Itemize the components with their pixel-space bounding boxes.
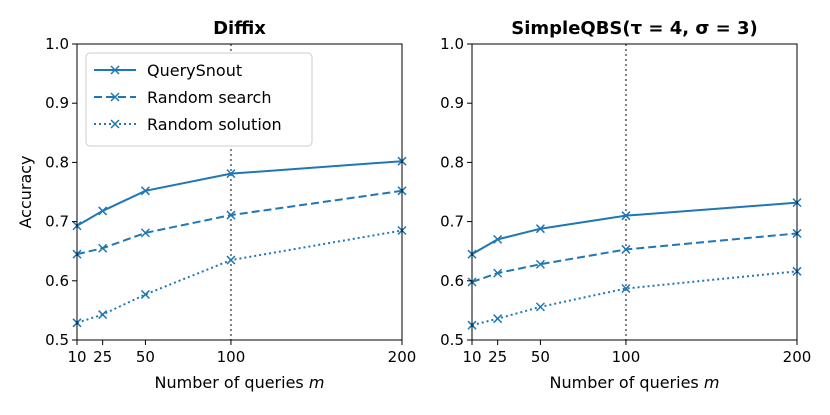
- legend-marker: [110, 92, 120, 102]
- legend-entry: Random solution: [94, 115, 282, 134]
- marker-stroke-b: [98, 310, 108, 320]
- legend-label: QuerySnout: [147, 61, 242, 80]
- data-point: [621, 244, 631, 254]
- x-tick-label: 50: [136, 348, 155, 366]
- y-tick-label: 1.0: [440, 35, 464, 53]
- data-point: [226, 169, 236, 179]
- y-tick-label: 0.5: [440, 331, 464, 349]
- data-point: [535, 302, 545, 312]
- series-solid: [467, 198, 802, 259]
- series-line: [471, 201, 798, 256]
- chart-title: SimpleQBS(τ = 4, σ = 3): [511, 18, 757, 39]
- marker-stroke-b: [226, 255, 236, 265]
- data-point: [493, 314, 503, 324]
- legend-label: Random search: [147, 88, 271, 107]
- marker-stroke-b: [98, 206, 108, 216]
- series-line: [471, 270, 798, 327]
- data-point: [493, 268, 503, 278]
- series-line: [76, 160, 403, 227]
- marker-stroke-b: [493, 314, 503, 324]
- panel-diffix: Diffix 0.5 0.6 0.7 0.8 0.9 1.0 10 25 50 100 200Numb…: [16, 18, 416, 392]
- legend-box: [85, 52, 313, 147]
- marker-stroke-b: [621, 244, 631, 254]
- y-tick-label: 0.6: [440, 272, 464, 290]
- x-tick-label: 10: [462, 348, 481, 366]
- plot-frame: [76, 43, 403, 341]
- marker-stroke-b: [535, 224, 545, 234]
- y-tick-label: 0.8: [45, 153, 69, 171]
- data-point: [140, 186, 150, 196]
- data-point: [621, 211, 631, 221]
- x-tick-label: 100: [612, 348, 641, 366]
- marker-stroke-b: [140, 228, 150, 238]
- data-point: [140, 289, 150, 299]
- series-line: [76, 189, 403, 256]
- y-tick-label: 0.8: [440, 153, 464, 171]
- marker-stroke-b: [110, 65, 120, 75]
- plot-frame: [471, 43, 798, 341]
- x-tick-label: 50: [531, 348, 550, 366]
- x-tick-label: 25: [488, 348, 507, 366]
- x-axis-label: Number of queries m: [550, 373, 720, 392]
- marker-stroke-b: [535, 259, 545, 269]
- marker-stroke-b: [98, 243, 108, 253]
- data-point: [140, 228, 150, 238]
- y-tick-label: 0.6: [45, 272, 69, 290]
- y-tick-label: 0.7: [45, 213, 69, 231]
- x-tick-label: 200: [388, 348, 417, 366]
- x-tick-label: 200: [783, 348, 812, 366]
- series-solid: [72, 156, 407, 231]
- marker-stroke-b: [110, 92, 120, 102]
- marker-stroke-b: [493, 234, 503, 244]
- series-line: [471, 232, 798, 283]
- series-dashed: [72, 186, 407, 259]
- panel-simpleqbs: SimpleQBS(τ = 4, σ = 3) 0.5 0.6 0.7 0.8 0.9 1.…: [440, 18, 811, 392]
- data-point: [493, 234, 503, 244]
- y-tick-label: 0.9: [45, 94, 69, 112]
- legend-entry: Random search: [94, 88, 271, 107]
- data-point: [226, 210, 236, 220]
- x-axis-label: Number of queries m: [155, 373, 325, 392]
- y-tick-label: 0.7: [440, 213, 464, 231]
- series-dotted: [72, 225, 407, 328]
- marker-stroke-b: [493, 268, 503, 278]
- legend-label: Random solution: [147, 115, 282, 134]
- chart-title: Diffix: [213, 18, 266, 39]
- y-tick-label: 0.5: [45, 331, 69, 349]
- marker-stroke-b: [621, 211, 631, 221]
- y-axis-label: Accuracy: [16, 155, 35, 228]
- series-line: [76, 229, 403, 324]
- marker-stroke-b: [110, 119, 120, 129]
- series-dashed: [467, 228, 802, 287]
- legend-marker: [110, 119, 120, 129]
- data-point: [621, 283, 631, 294]
- x-tick-label: 10: [67, 348, 86, 366]
- x-tick-label: 25: [93, 348, 112, 366]
- marker-stroke-b: [226, 210, 236, 220]
- data-point: [535, 259, 545, 269]
- marker-stroke-b: [226, 169, 236, 179]
- marker-stroke-b: [140, 186, 150, 196]
- legend-marker: [110, 65, 120, 75]
- legend-entry: QuerySnout: [94, 61, 242, 80]
- x-tick-label: 100: [217, 348, 246, 366]
- data-point: [98, 310, 108, 320]
- marker-stroke-b: [535, 302, 545, 312]
- data-point: [226, 255, 236, 265]
- series-dotted: [467, 266, 802, 330]
- data-point: [98, 243, 108, 253]
- y-tick-label: 1.0: [45, 35, 69, 53]
- marker-stroke-b: [621, 283, 631, 294]
- data-point: [98, 206, 108, 216]
- data-point: [535, 224, 545, 234]
- marker-stroke-b: [140, 289, 150, 299]
- y-tick-label: 0.9: [440, 94, 464, 112]
